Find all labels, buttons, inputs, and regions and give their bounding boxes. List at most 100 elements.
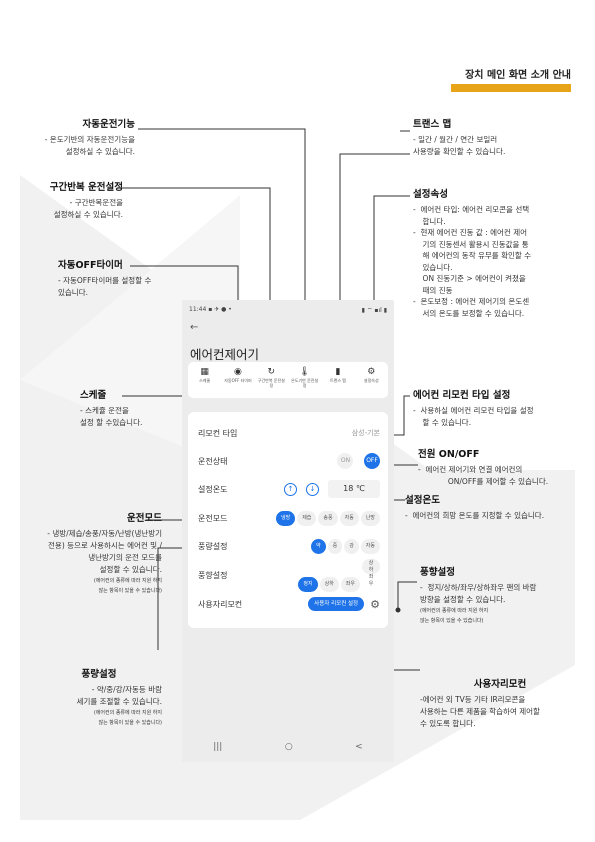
mode-option[interactable]: 제습 xyxy=(297,510,317,526)
annotation-desc: - 스케쥴 운전을 xyxy=(80,406,129,415)
fan-label: 풍량설정 xyxy=(198,541,228,551)
annotation-title: 설정온도 xyxy=(405,495,440,506)
run-state-label: 운전상태 xyxy=(198,456,228,466)
tool-repeat-run[interactable]: ↻구간반복 운전설정 xyxy=(256,366,286,388)
dir-option[interactable]: 상하 xyxy=(319,576,339,592)
status-icons-left: ▪ ✈ ● • xyxy=(208,306,232,313)
annotation-desc: 때의 진동 xyxy=(413,285,453,295)
annotation-schedule: 스케줄 - 스케쥴 운전을 설정 할 수있습니다. xyxy=(80,389,190,429)
row-run-state: 운전상태 ON OFF xyxy=(198,452,380,470)
home-icon[interactable]: ○ xyxy=(284,742,293,752)
mode-option[interactable]: 난방 xyxy=(360,510,380,526)
user-remote-label: 사용자리모컨 xyxy=(198,599,243,609)
annotation-desc: - 약/중/강/자동등 바람 xyxy=(91,685,162,694)
dir-label: 풍향설정 xyxy=(198,570,228,580)
annotation-title: 스케줄 xyxy=(80,390,107,401)
back-arrow-icon[interactable]: ← xyxy=(190,322,199,333)
annotation-desc: - 정지/상하/좌우/상하좌우 팬의 바람 xyxy=(420,583,537,592)
annotation-desc: 수 있도록 합니다. xyxy=(420,719,476,728)
status-bar: 11:44 ▪ ✈ ● • ▮ ⌔ ▪ıl ▮ xyxy=(189,306,387,314)
page-header: 장치 메인 화면 소개 안내 xyxy=(465,70,571,81)
annotation-desc: - 자동OFF타이머를 설정할 수 xyxy=(58,276,152,285)
fan-option[interactable]: 약 xyxy=(310,538,326,554)
temp-down-button[interactable]: ↓ xyxy=(306,482,319,496)
recent-apps-icon[interactable]: ||| xyxy=(213,742,223,752)
mode-label: 운전모드 xyxy=(198,513,228,523)
annotation-title: 자동OFF타이머 xyxy=(58,260,123,271)
annotation-power: 전원 ON/OFF - 에어컨 제어기와 연결 에어컨의 ON/OFF를 제어할… xyxy=(418,448,578,488)
annotation-desc: -에어컨 외 TV등 기타 IR리모콘을 xyxy=(420,695,526,704)
temp-value: 18 ℃ xyxy=(328,480,380,498)
annotation-desc: 해 에어컨의 동작 유무를 확인할 수 xyxy=(413,251,532,260)
tool-settings[interactable]: ⚙설정속성 xyxy=(356,366,386,383)
dir-option[interactable]: 좌우 xyxy=(340,576,360,592)
annotation-desc: 기의 진동센서 활용시 진동값을 통 xyxy=(413,239,529,249)
status-time: 11:44 xyxy=(189,306,207,313)
user-remote-button[interactable]: 사용자 리모컨 설정 xyxy=(308,597,365,611)
annotation-desc: - 에어컨 제어기와 연결 에어컨의 xyxy=(418,465,523,474)
annotation-title: 트랜스 맵 xyxy=(413,119,452,130)
dir-option[interactable]: 정지 xyxy=(298,576,318,592)
settings-icon: ⚙ xyxy=(367,367,376,377)
annotation-desc: 설정하실 수 있습니다. xyxy=(53,210,123,219)
annotation-desc: - 온도기반의 자동운전기능을 xyxy=(44,135,135,144)
annotation-title: 운전모드 xyxy=(127,513,162,524)
annotation-desc: - 현재 에어컨 진동 값 : 에어컨 제어 xyxy=(413,228,528,237)
annotation-settings: 설정속성 - 에어컨 타입: 에어컨 리모콘을 선택 합니다. - 현재 에어컨… xyxy=(413,188,578,319)
mode-option[interactable]: 냉방 xyxy=(275,510,296,526)
annotation-desc: - 에어컨의 희망 온도를 지정할 수 있습니다. xyxy=(405,511,545,520)
annotation-desc: 세기를 조절할 수 있습니다. xyxy=(76,697,162,706)
control-card: 리모컨 타입 삼성-기본 운전상태 ON OFF 설정온도 ↑ ↓ 18 ℃ 운… xyxy=(188,412,388,628)
annotation-desc: - 일간 / 월간 / 연간 보일러 xyxy=(413,135,498,144)
annotation-desc: 있습니다. xyxy=(58,288,88,297)
fan-option[interactable]: 강 xyxy=(344,538,359,554)
annotation-note: (에어컨의 종류에 따라 지원 하지 xyxy=(93,710,162,716)
row-remote-type[interactable]: 리모컨 타입 삼성-기본 xyxy=(198,424,380,442)
tool-auto-off-timer[interactable]: ◉자동OFF 타이머 xyxy=(223,366,253,383)
annotation-remote-type: 에어컨 리모컨 타입 설정 - 사용하실 에어컨 리모컨 타입을 설정 할 수 … xyxy=(413,389,583,429)
row-user-remote: 사용자리모컨 사용자 리모컨 설정 ⚙ xyxy=(198,595,380,613)
phone-screen: 11:44 ▪ ✈ ● • ▮ ⌔ ▪ıl ▮ ← 에어컨제어기 ▦스케줄 ◉자… xyxy=(182,300,394,762)
annotation-desc: 설정할 수 있습니다. xyxy=(99,565,162,574)
mode-option[interactable]: 자동 xyxy=(339,510,359,526)
remote-type-label: 리모컨 타입 xyxy=(198,428,238,438)
annotation-user-remote: 사용자리모컨 -에어컨 외 TV등 기타 IR리모콘을 사용하는 다른 제품을 … xyxy=(420,678,580,730)
annotation-mode: 운전모드 - 냉방/제습/송풍/자동/난방(냉난방기 전용) 등으로 사용하시는… xyxy=(6,512,162,596)
chart-icon: ▮ xyxy=(335,367,341,377)
annotation-desc: - 사용하실 에어컨 리모컨 타입을 설정 xyxy=(413,406,534,415)
status-icons-right: ▮ ⌔ ▪ıl ▮ xyxy=(361,307,387,314)
schedule-icon: ▦ xyxy=(200,367,209,377)
mode-option[interactable]: 송풍 xyxy=(318,510,338,526)
back-icon[interactable]: < xyxy=(355,742,363,752)
temp-up-button[interactable]: ↑ xyxy=(284,482,297,496)
tool-trans-map[interactable]: ▮트랜스 맵 xyxy=(323,366,353,383)
fan-option[interactable]: 중 xyxy=(327,538,343,554)
annotation-desc: ON/OFF를 제어할 수 있습니다. xyxy=(447,477,549,486)
annotation-title: 자동운전기능 xyxy=(82,119,135,130)
annotation-repeat-run: 구간반복 운전설정 - 구간반복운전을 설정하실 수 있습니다. xyxy=(0,181,123,221)
tool-label: 설정속성 xyxy=(363,378,379,383)
annotation-title: 전원 ON/OFF xyxy=(418,449,480,460)
annotation-note: 않는 항목이 있을 수 있습니다) xyxy=(98,720,162,726)
power-off-button[interactable]: OFF xyxy=(364,453,380,469)
annotation-note: (에어컨의 종류에 따라 지원 하지 xyxy=(420,608,489,614)
annotation-desc: 사용하는 다른 제품을 학습하여 제어할 xyxy=(420,707,540,716)
fan-option[interactable]: 자동 xyxy=(360,538,380,554)
gear-icon[interactable]: ⚙ xyxy=(370,597,380,611)
annotation-title: 구간반복 운전설정 xyxy=(49,182,123,193)
annotation-desc: 설정하실 수 있습니다. xyxy=(65,147,135,156)
annotation-auto-run: 자동운전기능 - 온도기반의 자동운전기능을 설정하실 수 있습니다. xyxy=(0,118,135,158)
tool-schedule[interactable]: ▦스케줄 xyxy=(190,366,220,383)
tool-auto-run[interactable]: 🌡온도기반 운전설정 xyxy=(290,366,320,388)
header-accent-bar xyxy=(451,84,571,92)
annotation-auto-off: 자동OFF타이머 - 자동OFF타이머를 설정할 수 있습니다. xyxy=(58,259,188,299)
annotation-desc: 있습니다. xyxy=(413,262,453,272)
timer-icon: ◉ xyxy=(234,367,242,377)
power-on-button[interactable]: ON xyxy=(337,453,354,469)
remote-type-value[interactable]: 삼성-기본 xyxy=(351,429,380,437)
dir-option[interactable]: 상하 좌우 xyxy=(362,558,380,587)
